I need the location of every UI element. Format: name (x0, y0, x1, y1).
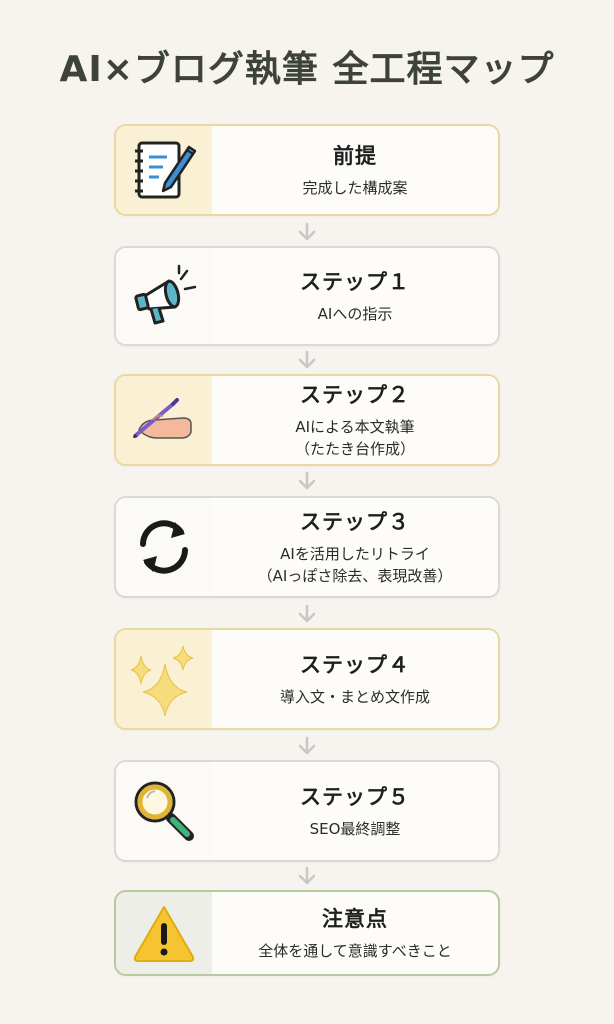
chevron-down-icon (298, 350, 316, 369)
step-description: 導入文・まとめ文作成 (279, 688, 430, 707)
step-text: 注意点 全体を通して意識すべきこと (212, 892, 498, 974)
step-title: 注意点 (322, 907, 388, 932)
step-card-4: ステップ４ 導入文・まとめ文作成 (114, 628, 500, 730)
step-description: AIによる本文執筆 (295, 418, 415, 437)
step-title: 前提 (333, 144, 377, 169)
step-text: ステップ３ AIを活用したリトライ （AIっぽさ除去、表現改善） (212, 498, 498, 596)
step-title: ステップ４ (300, 653, 410, 678)
icon-container (116, 892, 212, 974)
chevron-down-icon (298, 736, 316, 755)
step-title: ステップ１ (300, 270, 410, 295)
chevron-down-icon (298, 604, 316, 623)
step-text: ステップ２ AIによる本文執筆 （たたき台作成） (212, 376, 498, 464)
step-card-5: ステップ５ SEO最終調整 (114, 760, 500, 862)
step-text: 前提 完成した構成案 (212, 126, 498, 214)
step-description: 完成した構成案 (302, 179, 408, 198)
magnifier-icon (134, 781, 194, 841)
step-card-premise: 前提 完成した構成案 (114, 124, 500, 216)
step-title: ステップ５ (300, 785, 410, 810)
warning-icon (133, 906, 195, 962)
notebook-pen-icon (135, 141, 197, 199)
hand-writing-icon (133, 398, 192, 439)
step-title: ステップ３ (300, 510, 410, 535)
step-description: AIへの指示 (317, 305, 393, 324)
icon-container (116, 126, 212, 214)
icon-container (116, 498, 212, 596)
icon-container (116, 376, 212, 464)
icon-container (116, 248, 212, 344)
step-description-sub: （AIっぽさ除去、表現改善） (257, 567, 453, 585)
step-text: ステップ５ SEO最終調整 (212, 762, 498, 860)
step-text: ステップ１ AIへの指示 (212, 248, 498, 344)
step-description-sub: （たたき台作成） (294, 440, 415, 458)
sparkles-icon (130, 645, 194, 716)
chevron-down-icon (298, 222, 316, 241)
refresh-arrows-icon (140, 520, 188, 574)
step-text: ステップ４ 導入文・まとめ文作成 (212, 630, 498, 728)
step-description: AIを活用したリトライ (280, 545, 430, 564)
icon-container (116, 630, 212, 728)
step-description: SEO最終調整 (309, 820, 401, 839)
step-card-2: ステップ２ AIによる本文執筆 （たたき台作成） (114, 374, 500, 466)
page-title: AI×ブログ執筆 全工程マップ (59, 49, 555, 90)
step-card-3: ステップ３ AIを活用したリトライ （AIっぽさ除去、表現改善） (114, 496, 500, 598)
step-description: 全体を通して意識すべきこと (258, 942, 452, 961)
step-card-1: ステップ１ AIへの指示 (114, 246, 500, 346)
step-card-caution: 注意点 全体を通して意識すべきこと (114, 890, 500, 976)
icon-container (116, 762, 212, 860)
chevron-down-icon (298, 866, 316, 885)
megaphone-icon (134, 264, 197, 325)
step-title: ステップ２ (300, 383, 410, 408)
chevron-down-icon (298, 471, 316, 490)
